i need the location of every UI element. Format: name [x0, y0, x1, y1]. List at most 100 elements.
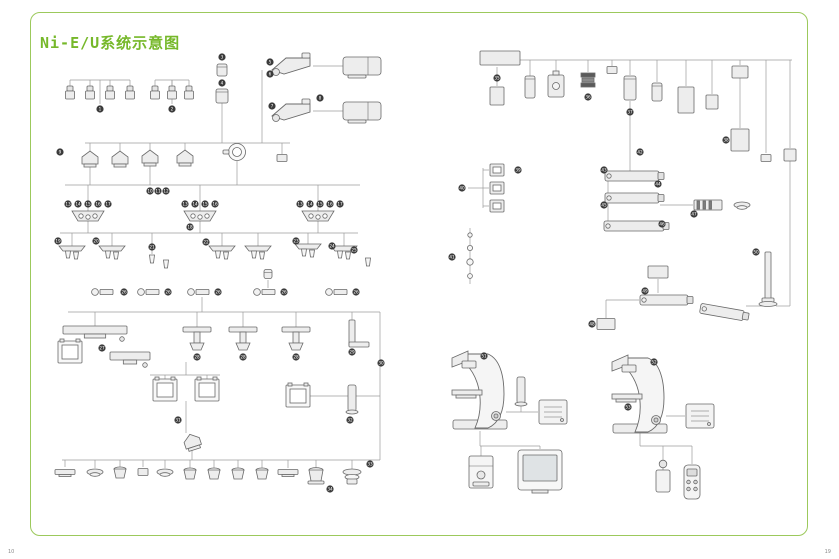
badge-label: 15 [317, 202, 323, 207]
part-number-badge: 13 [181, 200, 189, 208]
badge-label: 41 [449, 255, 455, 260]
badge-label: 13 [65, 202, 71, 207]
observation-tube-icon [271, 98, 311, 122]
badge-label: 28 [194, 355, 200, 360]
part-number-badge: 22 [202, 238, 210, 246]
stage-icon [109, 351, 151, 368]
part-number-badge: 3 [218, 53, 226, 61]
module-box-icon [479, 50, 521, 66]
part-number-badge: 8 [316, 94, 324, 102]
badge-label: 14 [307, 202, 313, 207]
part-number-badge: 34 [326, 485, 334, 493]
part-number-badge: 19 [54, 237, 62, 245]
cylinder-part-icon [623, 75, 637, 101]
cylinder-part-icon [215, 88, 229, 104]
badge-label: 50 [753, 250, 759, 255]
badge-label: 45 [601, 203, 607, 208]
adapter-part-icon [141, 149, 159, 167]
cable-connector-icon [467, 232, 473, 238]
slide-part-icon [277, 469, 299, 477]
slide-part-icon [54, 469, 76, 477]
nosepiece-objectives-icon [98, 245, 126, 260]
page-border-frame [30, 12, 808, 536]
eyepiece-icon [85, 85, 95, 100]
badge-label: 24 [329, 244, 335, 249]
part-number-badge: 14 [191, 200, 199, 208]
part-number-badge: 28 [239, 353, 247, 361]
badge-label: 30 [378, 361, 384, 366]
part-number-badge: 16 [326, 200, 334, 208]
part-number-badge: 26 [352, 288, 360, 296]
badge-label: 53 [625, 405, 631, 410]
illuminator-arm-icon [639, 294, 694, 306]
part-number-badge: 37 [626, 108, 634, 116]
cylinder-part-icon [524, 75, 536, 99]
cable-connector-icon [467, 273, 473, 279]
part-number-badge: 7 [268, 102, 276, 110]
badge-label: 19 [55, 239, 61, 244]
adapter-part-icon [183, 433, 202, 452]
nosepiece-icon [301, 210, 335, 222]
part-number-badge: 1 [96, 105, 104, 113]
part-number-badge: 16 [211, 200, 219, 208]
part-number-badge: 14 [306, 200, 314, 208]
illuminator-arm-icon [604, 192, 665, 204]
part-number-badge: 13 [296, 200, 304, 208]
badge-label: 31 [175, 418, 181, 423]
part-number-badge: 4 [218, 79, 226, 87]
badge-label: 36 [585, 95, 591, 100]
part-number-badge: 20 [92, 237, 100, 245]
part-number-badge: 51 [480, 352, 488, 360]
badge-label: 15 [202, 202, 208, 207]
cable-connector-icon [466, 258, 474, 266]
part-number-badge: 14 [74, 200, 82, 208]
badge-label: 11 [155, 189, 161, 194]
specimen-clamp-icon [137, 288, 160, 296]
badge-label: 51 [481, 354, 487, 359]
part-number-badge: 24 [328, 242, 336, 250]
badge-label: 1 [99, 107, 102, 112]
disc-part-icon [733, 201, 751, 210]
badge-label: 42 [637, 150, 643, 155]
badge-label: 13 [297, 202, 303, 207]
page-title: Ni-E/U系统示意图 [40, 34, 181, 52]
badge-label: 49 [642, 289, 648, 294]
part-number-badge: 26 [280, 288, 288, 296]
badge-label: 37 [627, 110, 633, 115]
support-pillar-icon [758, 251, 778, 307]
part-number-badge: 15 [84, 200, 92, 208]
badge-label: 5 [269, 60, 272, 65]
part-number-badge: 52 [650, 358, 658, 366]
part-number-badge: 25 [350, 246, 358, 254]
badge-label: 6 [269, 72, 272, 77]
condenser-base-icon [307, 467, 325, 485]
badge-label: 44 [655, 182, 661, 187]
badge-label: 32 [347, 418, 353, 423]
part-number-badge: 26 [120, 288, 128, 296]
module-box-icon [730, 128, 750, 152]
tube-body-icon [342, 56, 382, 79]
page-number-right: 19 [824, 549, 831, 555]
specimen-holder-icon [152, 376, 178, 402]
badge-label: 3 [221, 55, 224, 60]
nosepiece-icon [71, 210, 105, 222]
condenser-mount-icon [182, 326, 212, 351]
small-part-icon [606, 66, 618, 74]
pillar-part-icon [345, 384, 359, 415]
page-number-left: 10 [8, 549, 15, 555]
module-box-icon [596, 318, 616, 330]
controller-box-icon [468, 455, 494, 489]
remote-control-icon [683, 464, 701, 500]
part-number-badge: 28 [292, 353, 300, 361]
illuminator-arm-icon [699, 303, 750, 321]
specimen-holder-icon [57, 338, 83, 364]
nosepiece-objectives-icon [208, 245, 236, 260]
filter-cube-icon [489, 181, 505, 195]
part-number-badge: 9 [56, 148, 64, 156]
badge-label: 15 [85, 202, 91, 207]
lens-stack-icon [342, 468, 362, 485]
lens-module-icon [222, 143, 246, 161]
part-number-badge: 5 [266, 58, 274, 66]
adapter-part-icon [111, 150, 129, 168]
badge-label: 29 [349, 350, 355, 355]
